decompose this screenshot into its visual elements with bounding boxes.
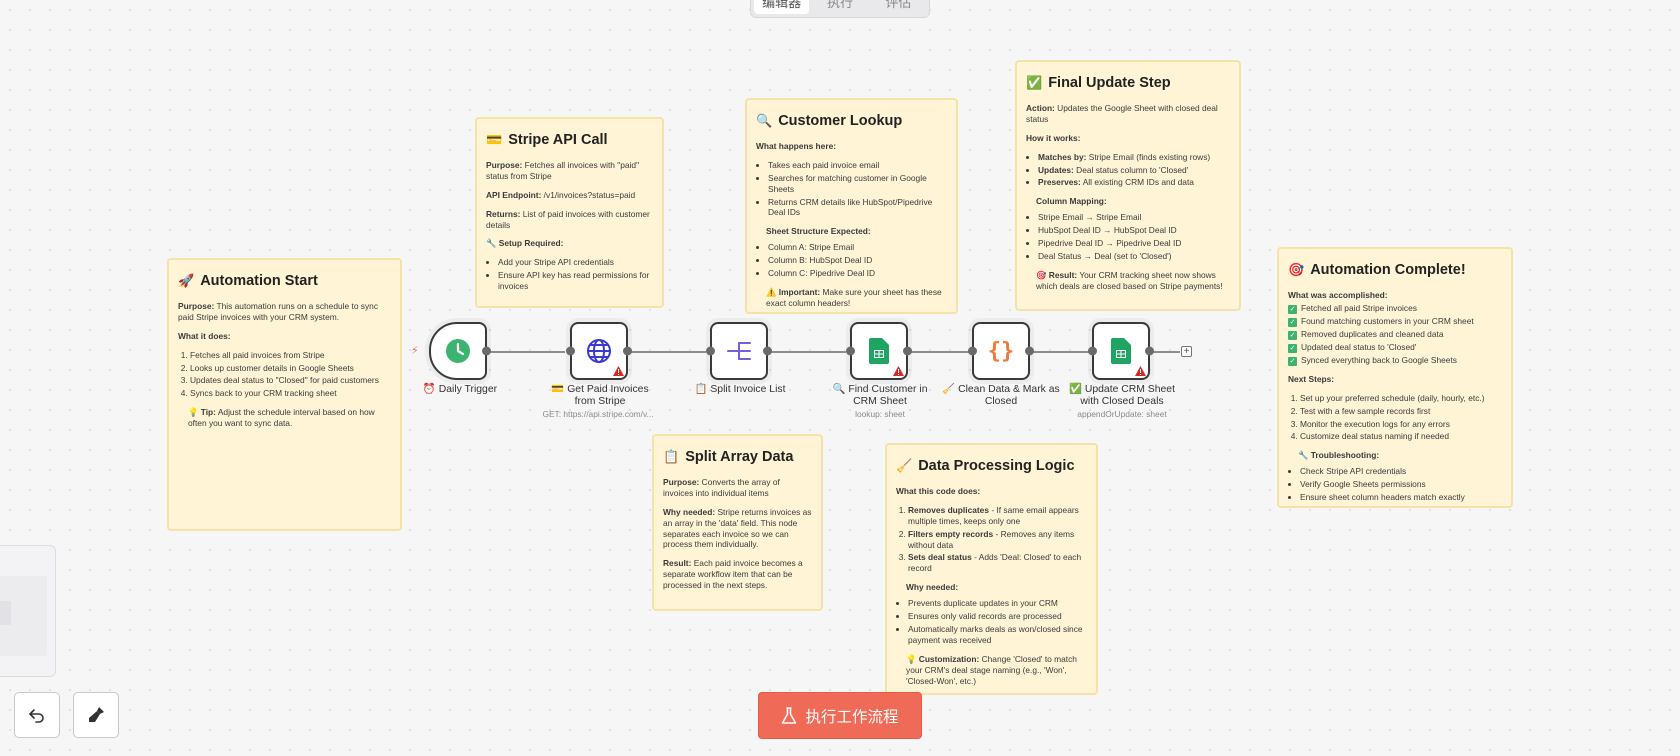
input-handle[interactable]	[968, 346, 977, 356]
sticky-note-automation-start[interactable]: 🚀Automation Start Purpose: This automati…	[167, 258, 402, 531]
note-title: ✅Final Update Step	[1026, 74, 1171, 91]
broom-icon: 🧹	[896, 457, 913, 473]
input-handle[interactable]	[846, 346, 855, 356]
tab-evaluations[interactable]: 评估	[885, 0, 912, 10]
node-label: 🧹 Clean Data & Mark as Closed	[942, 384, 1060, 407]
undo-icon	[29, 709, 44, 723]
connection-line	[1153, 351, 1180, 353]
warning-icon	[893, 366, 904, 376]
node-get-paid-invoices[interactable]	[566, 322, 632, 380]
connection-line	[489, 351, 565, 353]
sticky-note-split-array[interactable]: 📋Split Array Data Purpose: Converts the …	[652, 434, 823, 611]
node-clean-data[interactable]: {}	[968, 322, 1034, 380]
input-handle[interactable]	[1088, 346, 1097, 356]
output-handle[interactable]	[482, 346, 491, 356]
globe-icon	[587, 339, 611, 363]
sticky-note-automation-complete[interactable]: 🎯Automation Complete! What was accomplis…	[1277, 247, 1513, 508]
node-find-customer[interactable]	[846, 322, 912, 380]
undo-button[interactable]	[14, 692, 60, 738]
node-label: 🔍 Find Customer in CRM Sheet	[832, 384, 928, 407]
sticky-note-stripe-api[interactable]: 💳Stripe API Call Purpose: Fetches all in…	[475, 117, 664, 308]
connection-line	[910, 351, 970, 353]
connection-line	[770, 351, 846, 353]
node-subtitle: lookup: sheet	[855, 409, 905, 419]
node-label: 📋 Split Invoice List	[694, 384, 786, 395]
node-subtitle: appendOrUpdate: sheet	[1077, 409, 1167, 419]
tab-executions[interactable]: 执行	[826, 0, 853, 10]
note-title: 🎯Automation Complete!	[1288, 261, 1466, 278]
input-handle[interactable]	[706, 346, 715, 356]
wrench-icon: 🔧	[486, 238, 497, 249]
sticky-note-data-processing[interactable]: 🧹Data Processing Logic What this code do…	[885, 443, 1098, 695]
lightbulb-icon: 💡	[188, 407, 199, 418]
clock-icon	[446, 339, 470, 363]
warning-icon	[1135, 366, 1146, 376]
panel-item	[0, 601, 11, 625]
output-handle[interactable]	[763, 346, 772, 356]
google-sheets-icon	[1111, 338, 1131, 364]
broom-icon	[89, 707, 104, 722]
warning-icon: ⚠️	[766, 287, 777, 298]
credit-card-icon: 💳	[486, 131, 503, 147]
note-purpose: Purpose: This automation runs on a sched…	[178, 300, 379, 322]
sticky-note-final-update[interactable]: ✅Final Update Step Action: Updates the G…	[1015, 60, 1241, 311]
note-title: 🧹Data Processing Logic	[896, 457, 1075, 474]
tab-editor[interactable]: 编辑器	[754, 0, 810, 14]
note-list: Fetches all paid invoices from Stripe Lo…	[190, 350, 391, 400]
execute-workflow-label: 执行工作流程	[805, 708, 899, 726]
flask-icon	[782, 706, 797, 724]
output-handle[interactable]	[1025, 346, 1034, 356]
split-icon	[727, 342, 751, 360]
execute-workflow-button[interactable]: 执行工作流程	[758, 692, 922, 739]
node-subtitle: GET: https://api.stripe.com/v...	[542, 409, 654, 419]
note-title: 💳Stripe API Call	[486, 131, 608, 148]
input-handle[interactable]	[566, 346, 575, 356]
check-icon: ✅	[1026, 74, 1043, 90]
trigger-bolt-icon: ⚡	[411, 345, 419, 357]
output-handle[interactable]	[623, 346, 632, 356]
connection-line	[1032, 351, 1092, 353]
clipboard-icon: 📋	[663, 448, 680, 464]
clear-canvas-button[interactable]	[73, 692, 119, 738]
note-tip: 💡 Tip: Adjust the schedule interval base…	[188, 407, 375, 429]
node-label: 💳 Get Paid Invoices from Stripe	[551, 384, 649, 407]
note-title: 🚀Automation Start	[178, 272, 318, 289]
node-daily-trigger[interactable]	[429, 322, 491, 380]
node-label: ⏰ Daily Trigger	[422, 384, 498, 395]
lightbulb-icon: 💡	[906, 653, 917, 664]
target-icon: 🎯	[1036, 269, 1047, 280]
connection-line	[630, 351, 706, 353]
wrench-icon: 🔧	[1298, 450, 1309, 461]
rocket-icon: 🚀	[178, 272, 195, 288]
view-tabs: 编辑器 执行 评估	[750, 0, 930, 18]
output-handle[interactable]	[903, 346, 912, 356]
note-title: 📋Split Array Data	[663, 448, 794, 465]
node-split-invoice-list[interactable]	[706, 322, 772, 380]
warning-icon	[613, 366, 624, 376]
node-update-crm[interactable]	[1088, 322, 1154, 380]
note-title: 🔍Customer Lookup	[756, 112, 903, 129]
google-sheets-icon	[869, 338, 889, 364]
search-icon: 🔍	[756, 112, 773, 128]
code-braces-icon: {}	[987, 338, 1015, 364]
note-heading: What it does:	[178, 330, 231, 341]
sticky-note-customer-lookup[interactable]: 🔍Customer Lookup What happens here: Take…	[745, 98, 958, 314]
target-icon: 🎯	[1288, 261, 1305, 277]
node-label: ✅ Update CRM Sheet with Closed Deals	[1069, 384, 1175, 407]
add-node-button[interactable]: +	[1181, 346, 1192, 357]
output-handle[interactable]	[1145, 346, 1154, 356]
side-panel	[0, 545, 56, 677]
